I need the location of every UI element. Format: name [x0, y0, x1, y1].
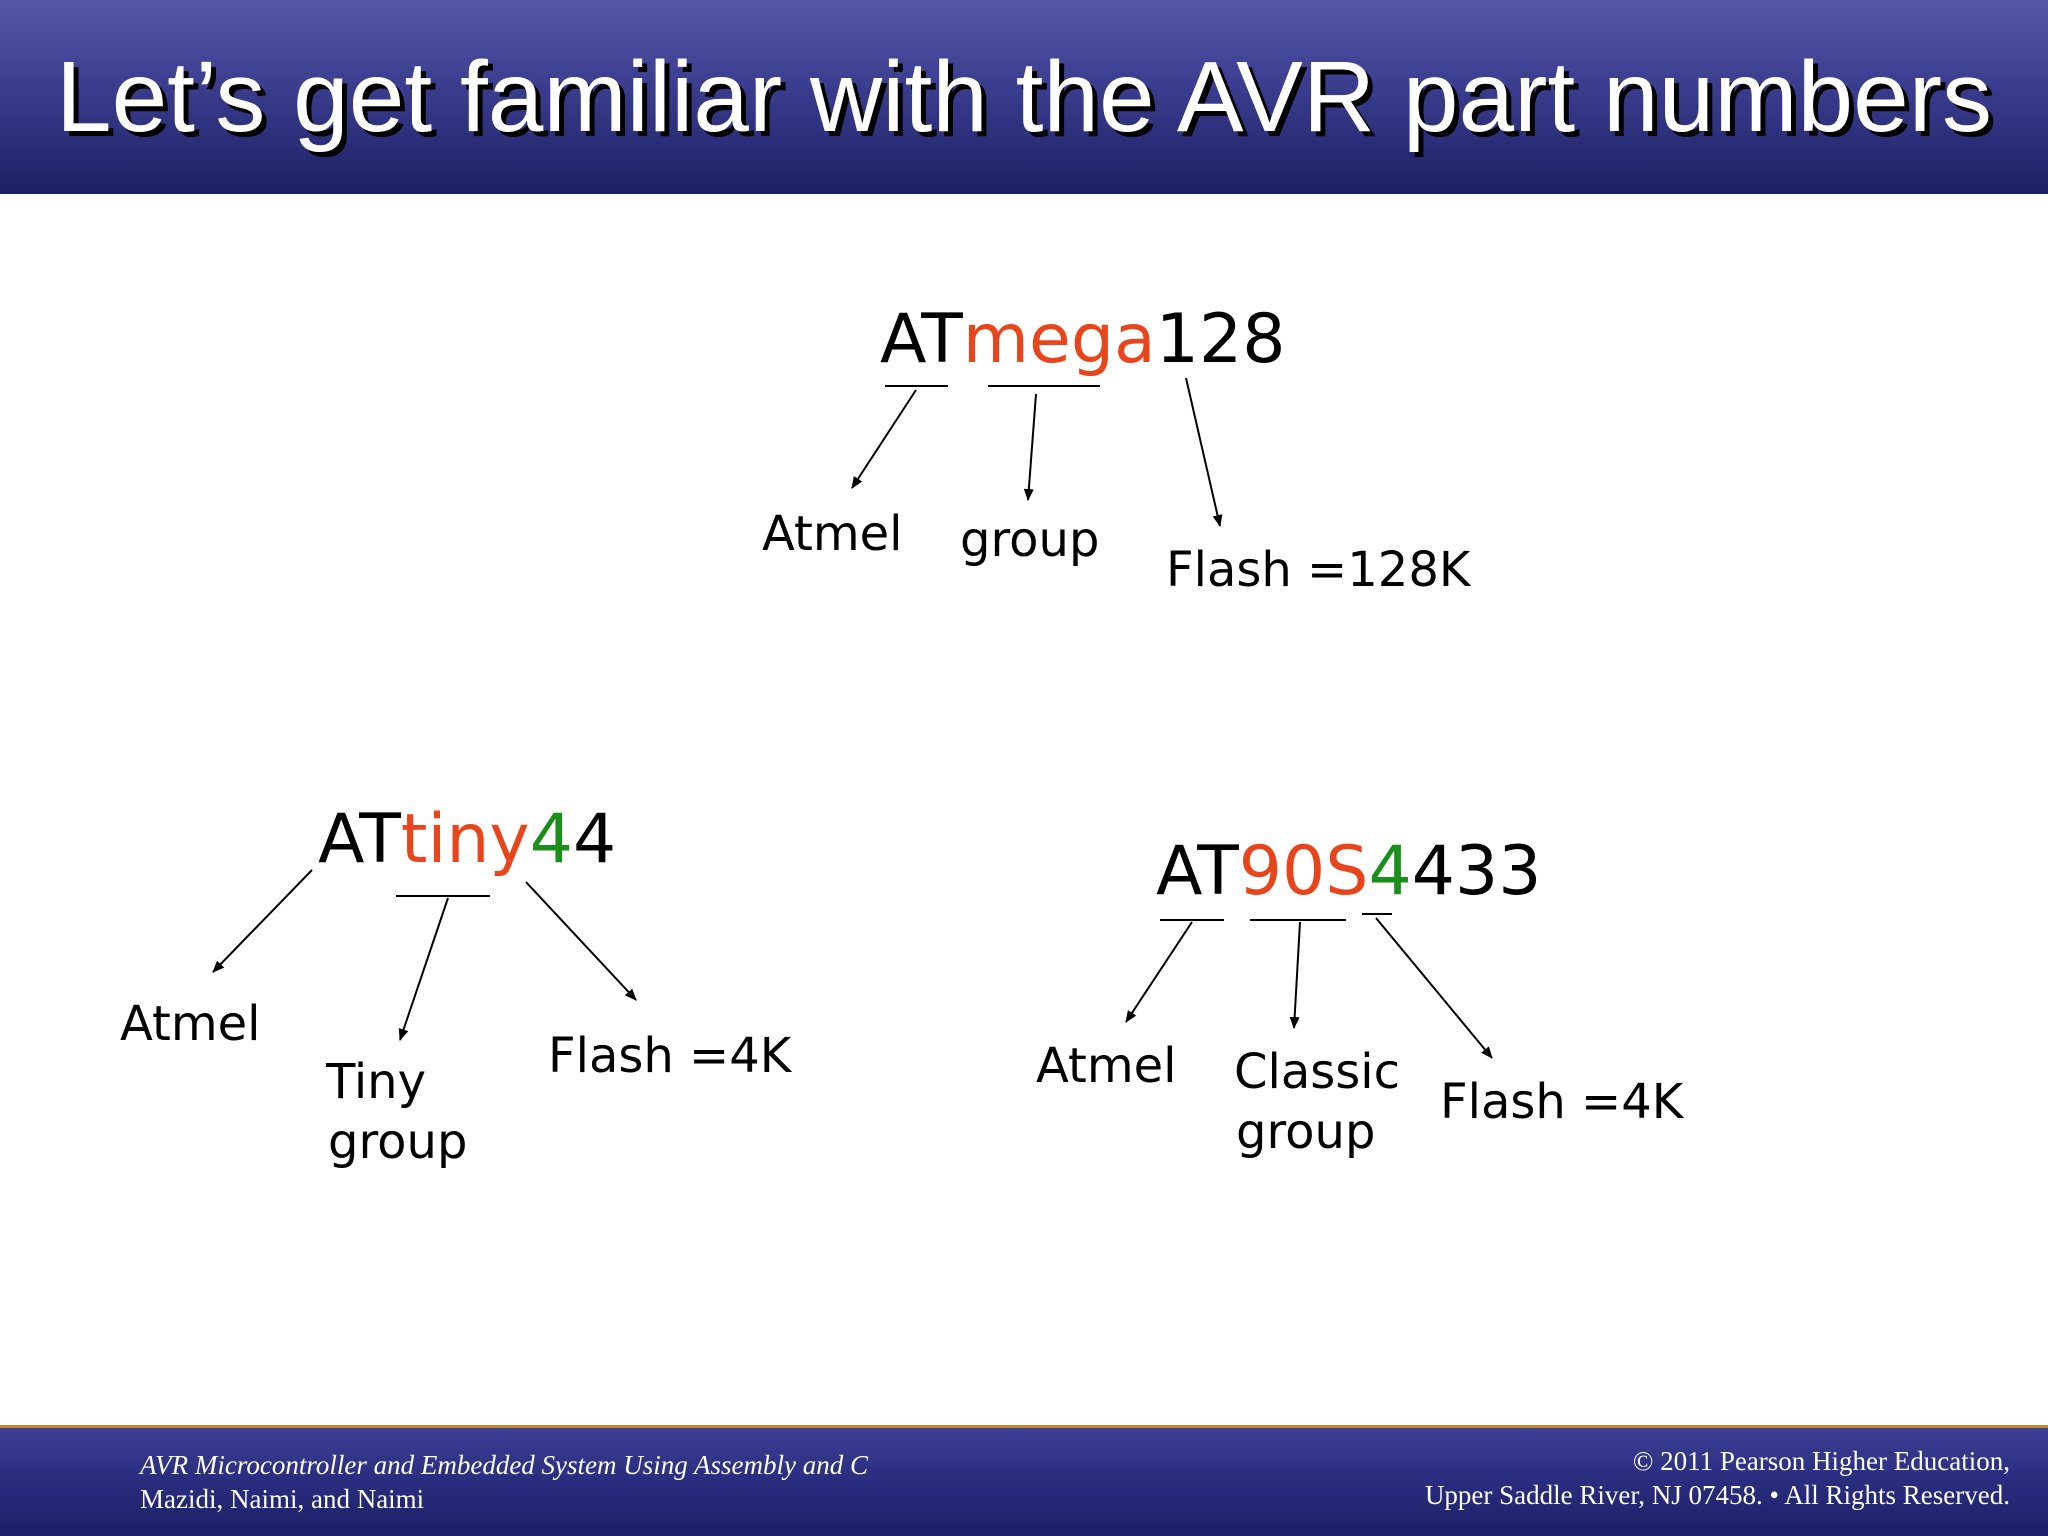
classic-group-label-line2: group [1236, 1104, 1375, 1160]
classic-group-label-line1: Classic [1234, 1044, 1400, 1100]
mega-diagram: ATmega128 Atmel group Flash =128K [762, 300, 1472, 598]
tiny-group-label-line2: group [328, 1114, 467, 1170]
tiny-family: tiny [401, 800, 530, 879]
mega-prefix: AT [880, 300, 963, 379]
mega-part-number: ATmega128 [880, 300, 1286, 379]
classic-diagram: AT90S4433 Atmel Classic group Flash =4K [1036, 832, 1685, 1160]
classic-maker-label: Atmel [1036, 1038, 1176, 1094]
classic-flash-label: Flash =4K [1440, 1074, 1685, 1130]
tiny-group-arrow [398, 897, 449, 1041]
tiny-flash-label: Flash =4K [548, 1028, 793, 1084]
tiny-group-label-line1: Tiny [325, 1054, 426, 1110]
classic-rest: 433 [1412, 832, 1542, 911]
mega-flash-arrow [1185, 377, 1223, 527]
tiny-diagram: ATtiny44 Atmel Tiny group Flash =4K [120, 800, 793, 1170]
classic-flash-arrow [1375, 917, 1493, 1059]
footer-copyright-info: © 2011 Pearson Higher Education, Upper S… [1425, 1444, 2010, 1512]
tiny-digit: 4 [530, 800, 573, 879]
mega-group-label: group [960, 512, 1099, 568]
mega-number: 128 [1156, 300, 1286, 379]
tiny-maker-arrow [212, 869, 313, 973]
tiny-maker-label: Atmel [120, 996, 260, 1052]
footer-book-info: AVR Microcontroller and Embedded System … [140, 1448, 868, 1516]
footer-address: Upper Saddle River, NJ 07458. • All Righ… [1424, 1480, 2010, 1510]
footer-authors: Mazidi, Naimi, and Naimi [140, 1484, 425, 1514]
tiny-flash-arrow [525, 881, 637, 1001]
classic-maker-arrow [1125, 921, 1193, 1023]
mega-flash-label: Flash =128K [1166, 542, 1472, 598]
title-bar: Let’s get familiar with the AVR part num… [0, 0, 2048, 194]
mega-maker-arrow [851, 389, 917, 489]
classic-part-number: AT90S4433 [1156, 832, 1542, 911]
footer-book-title: AVR Microcontroller and Embedded System … [140, 1450, 869, 1480]
classic-prefix: AT [1156, 832, 1239, 911]
classic-group-arrow [1289, 921, 1301, 1029]
tiny-part-number: ATtiny44 [318, 800, 616, 879]
mega-maker-label: Atmel [762, 506, 902, 562]
classic-digit: 4 [1368, 832, 1411, 911]
mega-group-arrow [1023, 393, 1037, 501]
tiny-rest: 4 [573, 800, 616, 879]
tiny-prefix: AT [318, 800, 401, 879]
footer-bar: AVR Microcontroller and Embedded System … [0, 1425, 2048, 1536]
mega-family: mega [963, 300, 1156, 379]
slide-title: Let’s get familiar with the AVR part num… [55, 41, 1993, 153]
classic-family: 90S [1239, 832, 1369, 911]
footer-copyright: © 2011 Pearson Higher Education, [1632, 1446, 2010, 1476]
